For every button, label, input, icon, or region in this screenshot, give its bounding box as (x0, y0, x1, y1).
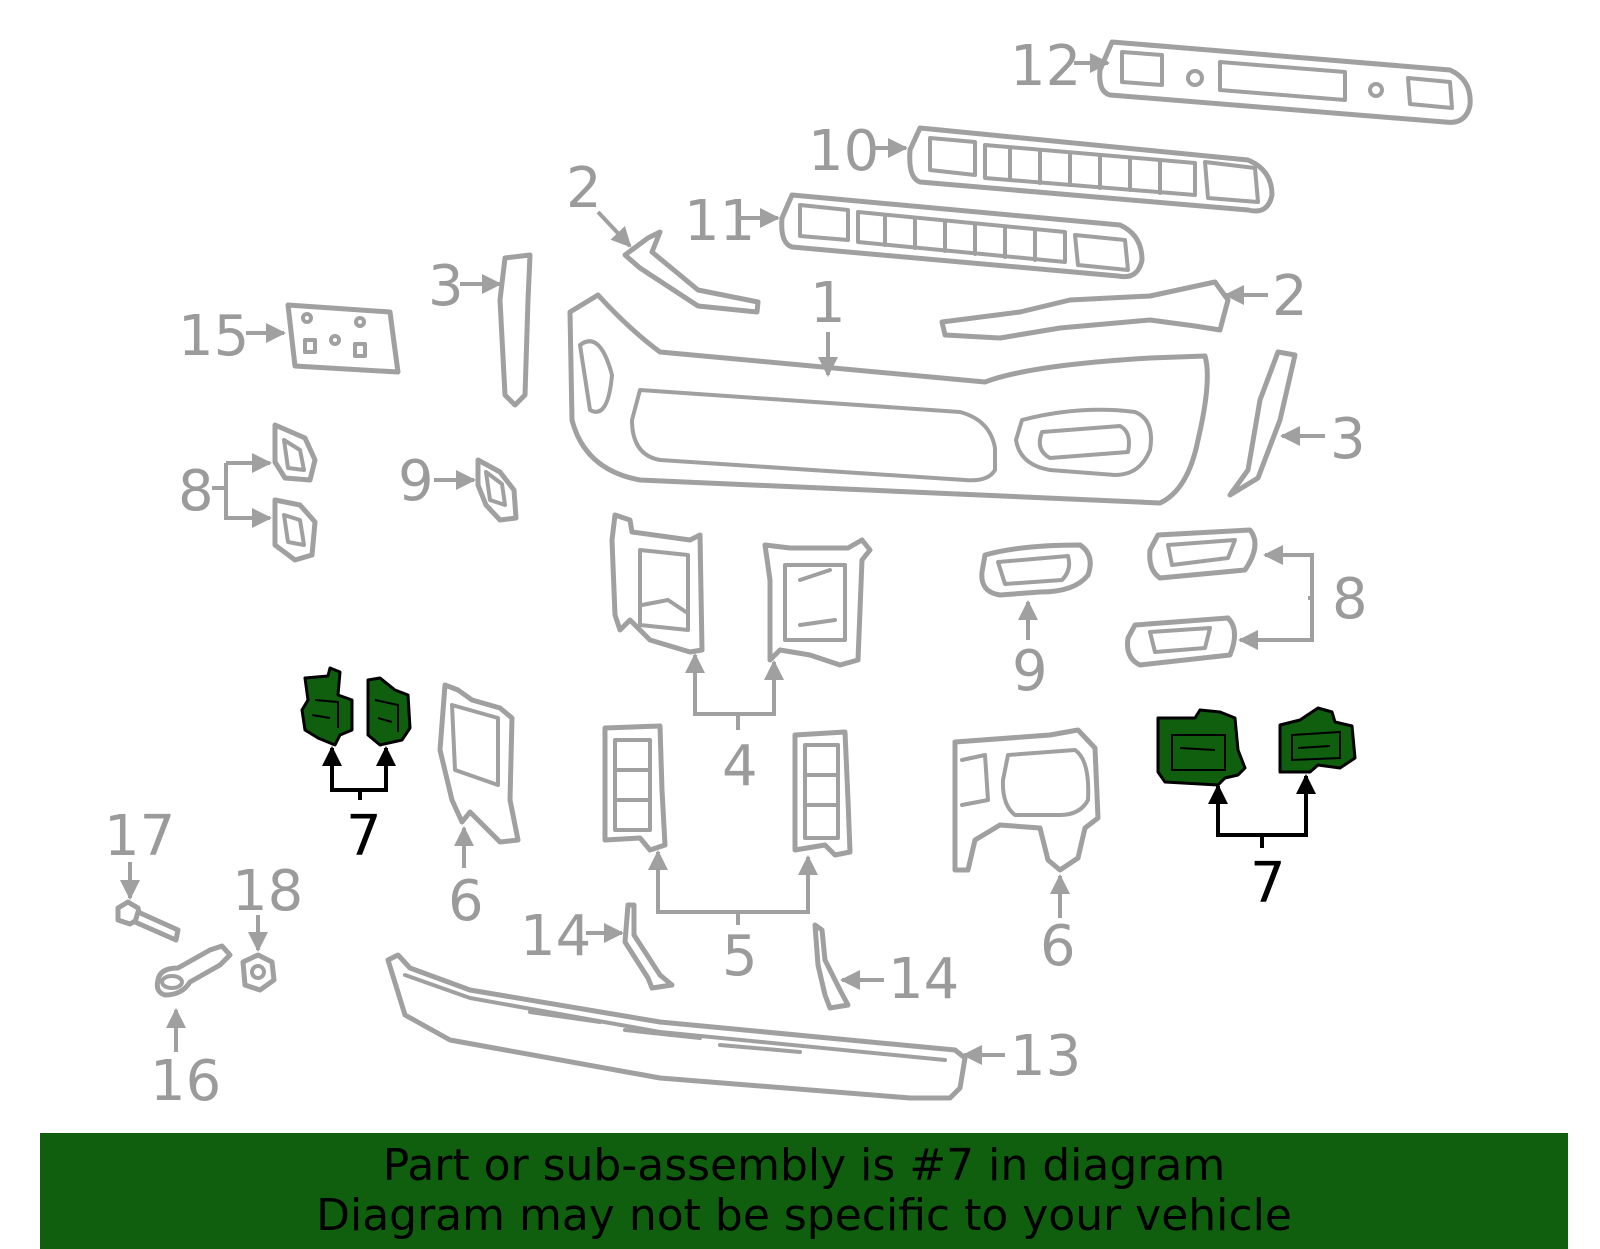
part-8-bezel-left-upper (272, 422, 318, 483)
part-6-support-left (437, 682, 521, 845)
part-9-cover-right (979, 542, 1093, 598)
part-10-upper-grille (907, 125, 1275, 214)
callout-17: 17 (104, 804, 175, 869)
callout-18: 18 (232, 859, 303, 924)
callout-4: 4 (722, 734, 758, 799)
part-5-bracket-right (792, 729, 853, 858)
part-11-lower-grille (779, 192, 1145, 280)
part-17-bolt (115, 899, 181, 943)
part-2-bracket-right (939, 279, 1231, 341)
callout-15: 15 (178, 304, 249, 369)
part-9-cover-left (475, 457, 519, 523)
callout-16: 16 (150, 1049, 221, 1114)
callout-6-right: 6 (1040, 914, 1076, 979)
callout-10: 10 (808, 119, 879, 184)
part-8-bezel-right-lower (1125, 615, 1237, 668)
part-13-lower-valance (385, 952, 968, 1101)
part-8-bezel-left-lower (272, 497, 318, 563)
part-14-strap-right (812, 922, 851, 1011)
callout-9-left: 9 (398, 449, 434, 514)
callout-3-right: 3 (1330, 407, 1366, 472)
callout-2-left: 2 (566, 156, 602, 221)
part-16-retainer-clip (154, 943, 233, 998)
part-7-bracket-right-highlighted (1156, 706, 1357, 787)
part-6-support-right (952, 727, 1101, 873)
callout-8-left: 8 (178, 459, 214, 524)
callout-6-left: 6 (448, 869, 484, 934)
part-5-bracket-left (602, 723, 668, 853)
callout-14-right: 14 (888, 947, 959, 1012)
callout-11: 11 (684, 189, 755, 254)
part-15-license-bracket (285, 302, 401, 375)
callout-14-left: 14 (520, 904, 591, 969)
part-3-side-right (1227, 349, 1298, 498)
callout-3-left: 3 (428, 254, 464, 319)
callout-7-left: 7 (346, 804, 382, 869)
info-banner: Part or sub-assembly is #7 in diagram Di… (40, 1133, 1568, 1249)
part-12-upper-grille-trim (1097, 39, 1473, 125)
callout-2-right: 2 (1272, 264, 1308, 329)
part-1-front-bumper (567, 292, 1210, 506)
part-8-bezel-right-upper (1147, 527, 1258, 581)
callout-13: 13 (1010, 1024, 1081, 1089)
banner-line-1: Part or sub-assembly is #7 in diagram (382, 1140, 1226, 1191)
part-3-side-left (497, 252, 533, 408)
callout-5: 5 (722, 924, 758, 989)
part-7-bracket-left-highlighted (300, 666, 412, 747)
callout-8-right: 8 (1332, 567, 1368, 632)
callout-7-right: 7 (1250, 851, 1286, 916)
part-18-nut (240, 952, 277, 993)
part-4-bracket-left (609, 512, 705, 655)
part-14-strap-left (622, 902, 675, 991)
callout-12: 12 (1010, 34, 1081, 99)
callout-1: 1 (810, 271, 846, 336)
part-4-bracket-right (762, 537, 873, 668)
banner-line-2: Diagram may not be specific to your vehi… (316, 1190, 1292, 1241)
part-2-bracket-left (622, 229, 761, 315)
callout-9-right: 9 (1012, 639, 1048, 704)
